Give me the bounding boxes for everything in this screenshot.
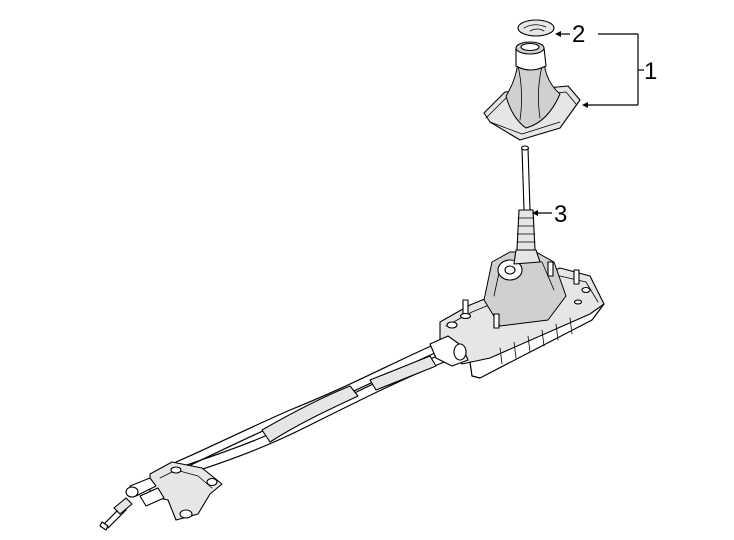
callout-2-label: 2 bbox=[572, 21, 585, 48]
shift-cables bbox=[175, 335, 469, 477]
shifter-housing bbox=[439, 249, 605, 379]
callout-3-label: 3 bbox=[554, 201, 567, 228]
transmission-bracket bbox=[99, 461, 223, 531]
callout-3: 3 bbox=[532, 201, 567, 228]
callout-1-label: 1 bbox=[644, 58, 657, 85]
knob-cap bbox=[517, 19, 555, 37]
callout-2: 2 bbox=[555, 21, 638, 48]
shift-lever bbox=[516, 145, 536, 251]
shift-knob-boot bbox=[483, 41, 581, 141]
callout-1: 1 bbox=[582, 34, 657, 108]
